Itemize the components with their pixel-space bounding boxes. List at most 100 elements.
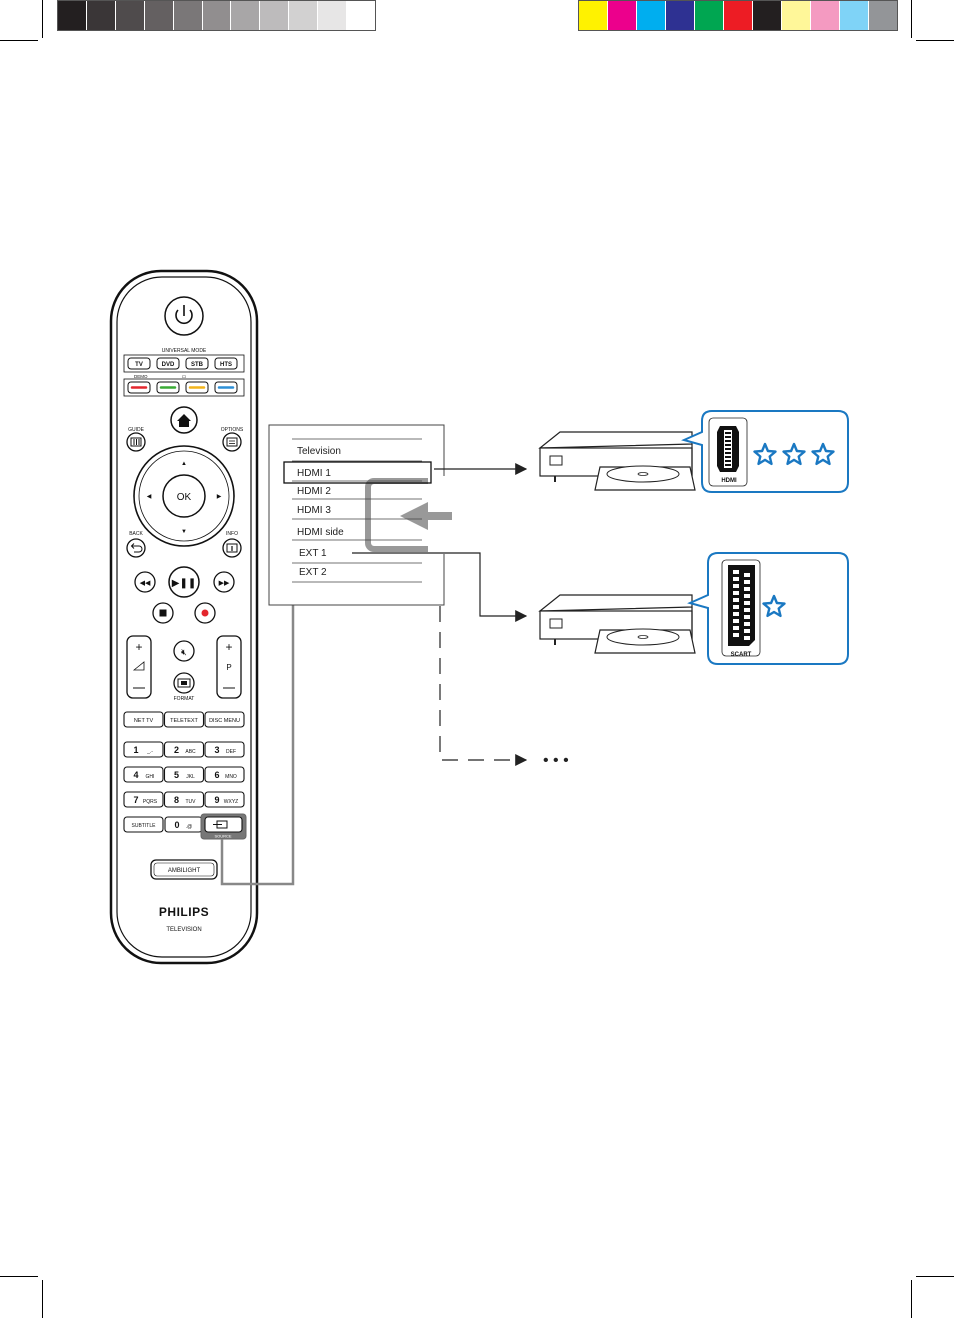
fast-forward-icon: ▶▶ [219,580,230,587]
color-swatch [782,1,811,30]
func-button-net-tv[interactable]: NET TV [123,711,164,728]
home-button[interactable] [170,406,198,434]
rating-star-icon [753,442,777,466]
format-label: FORMAT [174,696,195,702]
svg-text:7: 7 [133,795,138,805]
color-swatch [608,1,637,30]
brand-subtitle: TELEVISION [166,927,201,933]
selected-item-highlight [283,461,432,484]
subtitle-button[interactable]: SUBTITLE [123,816,164,833]
gray-swatch [260,1,290,30]
color-key-1[interactable] [127,381,151,394]
menu-item-ext-1[interactable]: EXT 1 [299,548,327,559]
gray-swatch [144,1,174,30]
format-button[interactable] [173,672,195,694]
menu-item-television[interactable]: Television [297,446,341,457]
svg-text:8: 8 [174,795,179,805]
guide-label: GUIDE [128,427,145,433]
func-button-teletext[interactable]: TELETEXT [163,711,205,728]
info-button[interactable] [222,538,242,558]
color-swatch [579,1,608,30]
program-rocker[interactable]: + P [216,635,242,699]
svg-text:2: 2 [174,745,179,755]
menu-item-hdmi-2[interactable]: HDMI 2 [297,486,331,497]
gray-swatch [86,1,116,30]
back-button[interactable] [126,538,146,558]
menu-item-hdmi-3[interactable]: HDMI 3 [297,505,331,516]
svg-text:DVD: DVD [162,362,175,368]
hdmi-connector-label: HDMI [721,478,737,484]
svg-text:0: 0 [174,820,179,830]
svg-text:OK: OK [177,492,192,503]
color-swatch [840,1,869,30]
scart-connector-label: SCART [731,652,752,658]
stop-button[interactable] [152,602,174,624]
svg-text:+: + [135,640,142,654]
play-pause-button[interactable]: ▶❚❚ [168,566,200,598]
back-icon [132,545,143,553]
volume-rocker[interactable]: + [126,635,152,699]
grayscale-calibration-bar [57,0,376,31]
rewind-button[interactable]: ◀◀ [134,571,156,593]
color-swatch [753,1,782,30]
svg-text:PQRS: PQRS [143,799,158,805]
options-button[interactable] [222,432,242,452]
crop-mark [911,0,912,38]
mode-button-stb[interactable]: STB [185,357,209,370]
svg-text:TELETEXT: TELETEXT [170,718,198,724]
key-5[interactable]: 5 JKL [163,766,205,783]
menu-item-hdmi-side[interactable]: HDMI side [297,527,344,538]
home-icon [177,414,191,427]
record-button[interactable] [194,602,216,624]
fast-forward-button[interactable]: ▶▶ [213,571,235,593]
guide-button[interactable] [126,432,146,452]
mode-button-hts[interactable]: HTS [214,357,238,370]
source-button[interactable]: SOURCE [200,813,247,840]
key-0[interactable]: 0 .@ [164,816,203,833]
mute-button[interactable]: 🔇︎ [173,640,195,662]
svg-text:NET TV: NET TV [134,718,154,724]
arrow-ext [352,552,528,622]
power-button[interactable] [164,296,204,336]
color-key-3[interactable] [185,381,209,394]
rating-star-icon [782,442,806,466]
gray-swatch [347,1,375,30]
svg-text:1: 1 [133,745,138,755]
svg-text:JKL: JKL [186,774,195,780]
rating-star-icon [762,594,786,618]
ok-button[interactable]: OK [162,474,206,518]
color-swatch [724,1,753,30]
color-key-4[interactable] [214,381,238,394]
book-icon: ▭ [182,374,187,380]
color-key-2[interactable] [156,381,180,394]
mode-button-dvd[interactable]: DVD [156,357,180,370]
menu-item-hdmi-1[interactable]: HDMI 1 [297,468,331,479]
svg-text:_.-: _.- [146,749,153,755]
arrow-more [439,606,528,766]
ambilight-button[interactable]: AMBILIGHT [150,859,218,880]
play-pause-icon: ▶❚❚ [172,578,196,589]
record-icon [201,609,209,617]
menu-item-ext-2[interactable]: EXT 2 [299,567,327,578]
svg-text:5: 5 [174,770,179,780]
func-button-disc-menu[interactable]: DISC MENU [204,711,245,728]
key-7[interactable]: 7 PQRS [123,791,164,808]
svg-text:SUBTITLE: SUBTITLE [132,823,157,829]
svg-text:P: P [226,663,231,672]
gray-swatch [115,1,145,30]
source-connector-line [220,605,295,886]
universal-mode-label: UNIVERSAL MODE [162,348,207,354]
svg-text:4: 4 [133,770,138,780]
key-1[interactable]: 1 _.- [123,741,164,758]
crop-mark [0,40,38,41]
crop-mark [0,1276,38,1277]
mode-button-tv[interactable]: TV [127,357,151,370]
